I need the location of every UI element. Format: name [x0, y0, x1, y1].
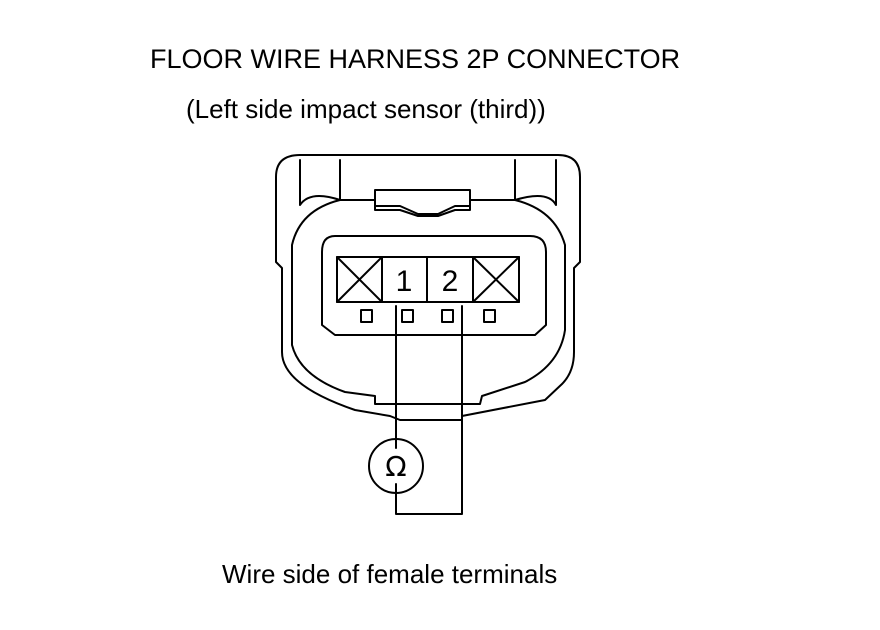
connector-housing-outer [275, 154, 581, 421]
ohmmeter-circle [368, 438, 424, 494]
terminal-1-label: 1 [396, 265, 413, 298]
unused-terminal-right [472, 256, 520, 303]
lock-tab [441, 309, 454, 323]
lock-tab [483, 309, 496, 323]
diagram-title: FLOOR WIRE HARNESS 2P CONNECTOR [150, 44, 681, 74]
lock-tab [360, 309, 373, 323]
diagram-subtitle: (Left side impact sensor (third)) [186, 94, 546, 124]
connector-housing-inner [291, 199, 566, 405]
unused-terminal-left [336, 256, 383, 303]
probe-wire-bottom [395, 305, 463, 515]
latch-rib-right [514, 159, 557, 206]
view-caption: Wire side of female terminals [222, 559, 558, 589]
latch-rib-left [299, 159, 341, 206]
ohm-symbol: Ω [385, 450, 406, 483]
terminal-2-label: 2 [442, 265, 459, 298]
lock-tab [401, 309, 414, 323]
terminal-cavity-outer [321, 235, 547, 336]
key-slot [374, 189, 471, 215]
